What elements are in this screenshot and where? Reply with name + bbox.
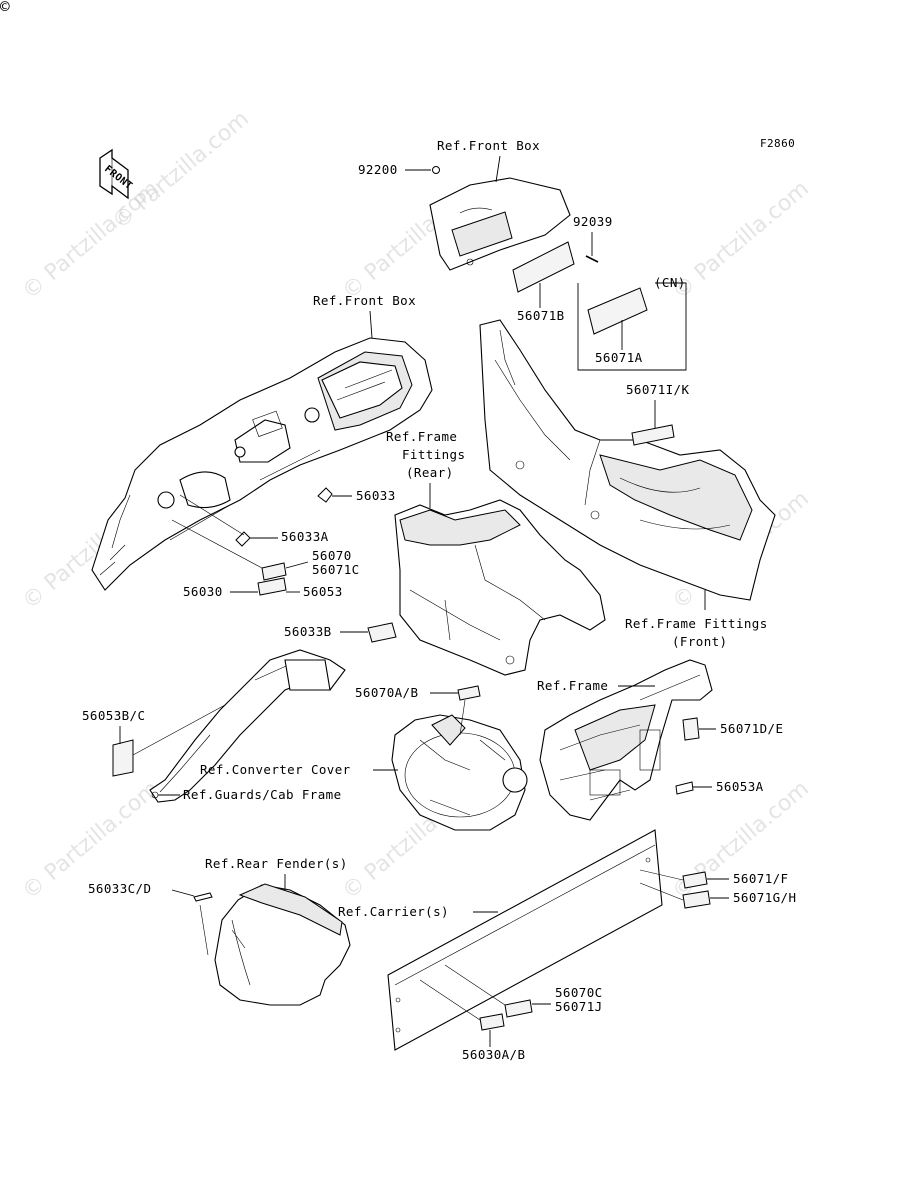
label-56070AB: 56070A/B	[355, 685, 418, 700]
label-92200: 92200	[358, 162, 398, 177]
label-56033: 56033	[356, 488, 396, 503]
carrier-panel	[387, 829, 663, 1051]
frame	[539, 659, 713, 821]
cn-box-label: (CN)	[654, 275, 686, 290]
guards-cab-frame	[149, 649, 346, 803]
sticker-56071DE	[682, 717, 700, 741]
label-56071J: 56071J	[555, 999, 603, 1014]
front-box-lid	[429, 177, 571, 271]
label-56071GH: 56071G/H	[733, 890, 796, 905]
sticker-56071F	[682, 871, 708, 889]
label-ref-frame-fittings-front-2: (Front)	[672, 634, 727, 649]
sticker-56071GH	[682, 890, 711, 909]
label-ref-frame-fittings-front-1: Ref.Frame Fittings	[625, 616, 768, 631]
label-56070: 56070	[312, 548, 352, 563]
sticker-56070AB	[457, 685, 481, 701]
label-56033A: 56033A	[281, 529, 329, 544]
sticker-56070	[261, 562, 287, 581]
rear-fender	[214, 883, 351, 1006]
label-ref-frame-fittings-rear-1: Ref.Frame	[386, 429, 457, 444]
label-56033B: 56033B	[284, 624, 332, 639]
front-box-dashboard	[91, 337, 433, 591]
sticker-56053BC	[112, 739, 134, 777]
label-ref-rear-fenders: Ref.Rear Fender(s)	[205, 856, 348, 871]
label-56070C: 56070C	[555, 985, 603, 1000]
sticker-56030AB	[479, 1013, 505, 1031]
label-ref-front-box-left: Ref.Front Box	[313, 293, 416, 308]
label-ref-frame-fittings-rear-2: Fittings	[402, 447, 465, 462]
label-56071F: 56071/F	[733, 871, 788, 886]
label-ref-front-box-top: Ref.Front Box	[437, 138, 540, 153]
sticker-56033CD	[193, 892, 213, 902]
sticker-56071IK	[631, 424, 675, 446]
label-56071DE: 56071D/E	[720, 721, 783, 736]
label-56071C: 56071C	[312, 562, 360, 577]
label-56071B: 56071B	[517, 308, 565, 323]
sticker-56071B	[512, 241, 575, 293]
sticker-56071A	[587, 287, 648, 335]
corner-copyright-mark: ©	[0, 0, 10, 16]
label-56053BC: 56053B/C	[82, 708, 145, 723]
sticker-56070C	[504, 999, 533, 1018]
label-56033CD: 56033C/D	[88, 881, 151, 896]
label-ref-frame-fittings-rear-3: (Rear)	[406, 465, 454, 480]
frame-fittings-rear	[394, 499, 606, 676]
diagram-code: F2860	[760, 137, 795, 150]
watermark: © Partzilla.com	[108, 106, 254, 234]
label-56071IK: 56071I/K	[626, 382, 689, 397]
label-56071A: 56071A	[595, 350, 643, 365]
label-56030AB: 56030A/B	[462, 1047, 525, 1062]
label-56053: 56053	[303, 584, 343, 599]
label-ref-converter-cover: Ref.Converter Cover	[200, 762, 351, 777]
label-56030: 56030	[183, 584, 223, 599]
label-ref-guards-cab-frame: Ref.Guards/Cab Frame	[183, 787, 342, 802]
sticker-56033B	[367, 622, 397, 643]
frame-fittings-front	[479, 319, 776, 601]
sticker-56030	[257, 577, 287, 596]
label-ref-carriers: Ref.Carrier(s)	[338, 904, 449, 919]
label-92039: 92039	[573, 214, 613, 229]
label-ref-frame: Ref.Frame	[537, 678, 608, 693]
sticker-56053A	[675, 781, 694, 795]
converter-cover	[391, 714, 528, 831]
watermark: © Partzilla.com	[668, 176, 814, 304]
front-arrow-icon: FRONT	[98, 148, 134, 200]
label-56053A: 56053A	[716, 779, 764, 794]
